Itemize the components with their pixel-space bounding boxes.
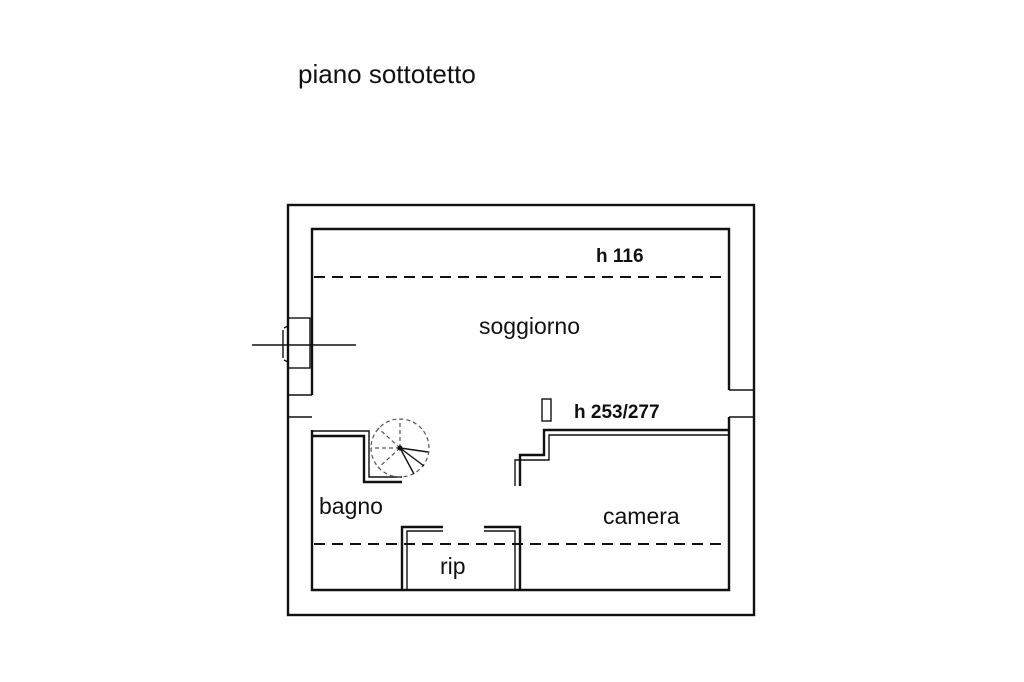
outer-wall <box>286 203 756 617</box>
camera-wall <box>518 428 729 486</box>
bagno-wall <box>312 434 402 484</box>
inner-wall-upper <box>310 227 731 395</box>
spiral-stair-icon <box>370 418 430 478</box>
window-right <box>729 389 754 418</box>
room-label-soggiorno: soggiorno <box>479 313 580 339</box>
flue-icon <box>252 317 356 369</box>
room-label-camera: camera <box>603 503 680 529</box>
rip-wall-left <box>400 525 443 590</box>
room-label-rip: rip <box>440 553 466 579</box>
rip-wall-right-inner <box>484 530 516 590</box>
rip-wall-right <box>484 525 522 590</box>
bagno-wall-inner <box>312 430 402 478</box>
window-left <box>288 394 312 418</box>
height-label-low: h 116 <box>596 246 644 267</box>
page-title: piano sottotetto <box>298 59 476 89</box>
room-label-bagno: bagno <box>319 493 383 519</box>
height-label-high: h 253/277 <box>574 402 660 423</box>
pillar <box>541 398 552 422</box>
rip-wall-left-inner <box>406 530 443 590</box>
camera-wall-inner <box>514 434 729 486</box>
